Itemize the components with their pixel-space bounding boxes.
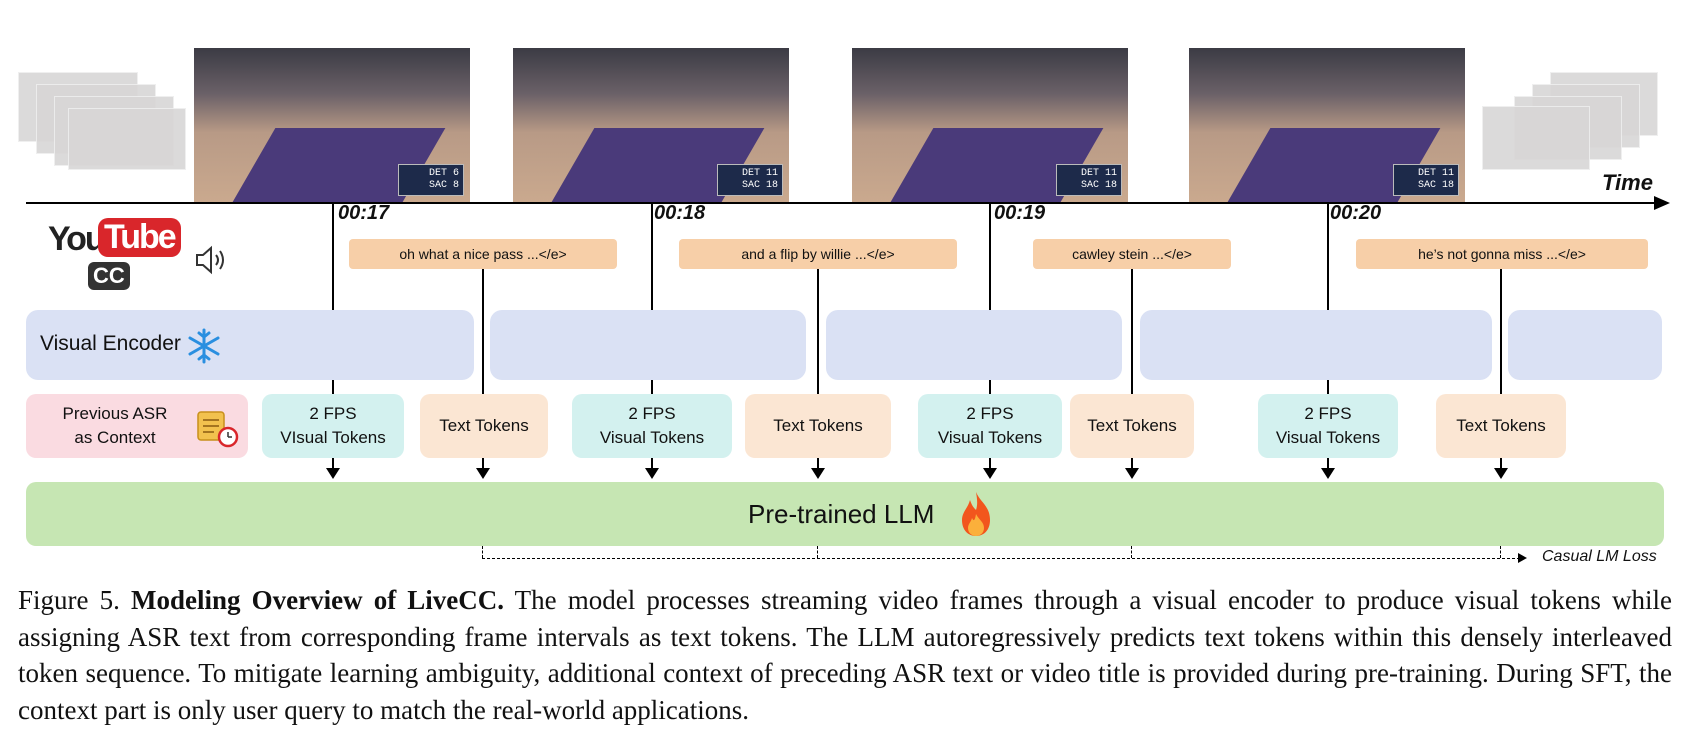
token-line: 2 FPS [628,404,676,423]
text-tokens-4: Text Tokens [1436,394,1566,458]
logo-you: You [48,220,106,258]
connector-line [1500,269,1502,394]
timestamp-4: 00:20 [1330,202,1382,224]
arrow-down-icon [811,468,825,479]
visual-encoder-block-4 [1140,310,1492,380]
asr-text-4: he’s not gonna miss ...</e> [1356,239,1648,269]
loss-dashed-line [482,546,483,558]
loss-label: Casual LM Loss [1542,548,1657,565]
timestamp-3: 00:19 [994,202,1046,224]
connector-line [817,269,819,394]
arrow-line [482,458,484,470]
fire-icon [962,492,990,536]
connector-line [651,380,653,394]
connector-line [1131,269,1133,394]
connector-line [989,380,991,394]
timeline-arrow-icon [1654,196,1670,210]
arrow-down-icon [983,468,997,479]
youtube-cc-logo: You Tube CC [48,218,181,292]
snowflake-icon [188,328,220,364]
token-line: VIsual Tokens [280,428,386,447]
timeline-axis [26,202,1656,204]
arrow-down-icon [476,468,490,479]
connector-line [332,204,334,310]
visual-encoder-label: Visual Encoder [40,332,181,355]
arrow-line [1327,458,1329,470]
arrow-line [989,458,991,470]
llm-label: Pre-trained LLM [748,499,935,529]
previous-asr-context: Previous ASR as Context [26,394,248,458]
loss-dashed-line [1500,546,1501,558]
arrow-line [1500,458,1502,470]
arrow-down-icon [645,468,659,479]
arrow-down-icon [326,468,340,479]
token-line: 2 FPS [1304,404,1352,423]
timestamp-2: 00:18 [654,202,706,224]
visual-tokens-4: 2 FPS Visual Tokens [1258,394,1398,458]
arrow-line [817,458,819,470]
context-line-2: as Context [74,428,156,447]
text-tokens-1: Text Tokens [420,394,548,458]
caption-body: The model processes streaming video fram… [18,585,1673,725]
arrow-right-icon [1518,553,1527,563]
pretrained-llm-block: Pre-trained LLM [26,482,1664,546]
arrow-down-icon [1321,468,1335,479]
arrow-down-icon [1494,468,1508,479]
text-tokens-3: Text Tokens [1070,394,1194,458]
arrow-line [332,458,334,470]
asr-text-2: and a flip by willie ...</e> [679,239,957,269]
visual-tokens-1: 2 FPS VIsual Tokens [262,394,404,458]
loss-dashed-line [1131,546,1132,558]
asr-text-3: cawley stein ...</e> [1033,239,1231,269]
connector-line [989,204,991,310]
connector-line [651,204,653,310]
arrow-line [651,458,653,470]
arrow-down-icon [1125,468,1139,479]
visual-tokens-3: 2 FPS Visual Tokens [918,394,1062,458]
caption-figure-number: Figure 5. [18,585,120,615]
timestamp-1: 00:17 [338,202,390,224]
connector-line [482,269,484,394]
loss-dashed-line [817,546,818,558]
scroll-clock-icon [197,411,239,448]
connector-line [332,380,334,394]
visual-encoder-block-2 [490,310,806,380]
visual-encoder-block-1: Visual Encoder [26,310,474,380]
logo-cc: CC [88,262,130,290]
connector-line [1327,204,1329,310]
text-tokens-2: Text Tokens [745,394,891,458]
figure-caption: Figure 5. Modeling Overview of LiveCC. T… [18,582,1672,728]
token-line: Visual Tokens [1275,428,1381,447]
token-line: 2 FPS [309,404,357,423]
token-line: Visual Tokens [937,428,1043,447]
connector-line [1327,380,1329,394]
time-label: Time [1602,170,1653,195]
visual-encoder-block-5 [1508,310,1662,380]
loss-dashed-line [482,558,1520,559]
visual-encoder-block-3 [826,310,1122,380]
caption-title: Modeling Overview of LiveCC. [131,585,505,615]
speaker-icon [196,245,224,275]
token-line: Visual Tokens [599,428,705,447]
visual-tokens-2: 2 FPS Visual Tokens [572,394,732,458]
logo-tube: Tube [98,218,181,257]
arrow-line [1131,458,1133,470]
token-line: 2 FPS [966,404,1014,423]
context-line-1: Previous ASR [62,404,168,423]
asr-text-1: oh what a nice pass ...</e> [349,239,617,269]
